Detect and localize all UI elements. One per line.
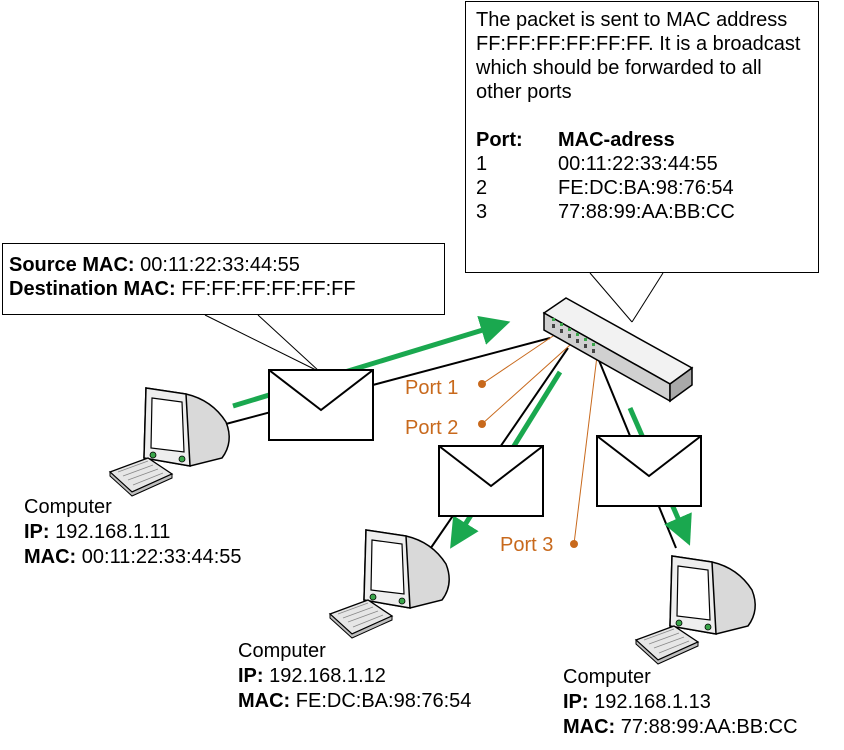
ip-value: 192.168.1.12 — [269, 665, 386, 687]
mac-table-header-mac: MAC-adress — [558, 129, 675, 151]
port-2-leader — [481, 344, 571, 425]
packet-callout-pointer — [257, 314, 321, 373]
packet-callout-pointer — [204, 314, 321, 373]
mac-label: MAC: — [238, 690, 291, 712]
mac-table-port: 2 — [476, 177, 488, 199]
switch-callout-pointer — [631, 272, 664, 323]
computer-2-label: Computer IP: 192.168.1.12 MAC: FE:DC:BA:… — [238, 639, 471, 714]
mac-table-row: 2 FE:DC:BA:98:76:54 — [476, 176, 808, 200]
switch-callout: The packet is sent to MAC address FF:FF:… — [465, 1, 819, 273]
ip-value: 192.168.1.11 — [55, 521, 171, 543]
destination-mac-value: FF:FF:FF:FF:FF:FF — [181, 278, 356, 300]
computer-icon-1 — [109, 387, 230, 497]
computer-icon-3 — [635, 555, 756, 665]
port-2-dot — [478, 420, 486, 428]
port-1-leader — [481, 333, 557, 385]
mac-label: MAC: — [24, 546, 77, 568]
port-3-dot — [570, 540, 578, 548]
port-1-dot — [478, 380, 486, 388]
mac-table-header: Port: MAC-adress — [476, 128, 808, 152]
computer-title: Computer — [24, 496, 112, 518]
mac-table-mac: 00:11:22:33:44:55 — [558, 153, 718, 175]
packet-envelope-1 — [268, 369, 374, 441]
mac-table-header-port: Port: — [476, 129, 523, 151]
computer-mac-line: MAC: 00:11:22:33:44:55 — [24, 545, 242, 570]
mac-label: MAC: — [563, 716, 616, 738]
mac-table-port: 3 — [476, 201, 488, 223]
mac-table-row: 3 77:88:99:AA:BB:CC — [476, 200, 808, 224]
packet-envelope-3 — [596, 435, 702, 507]
port-1-label: Port 1 — [405, 377, 459, 399]
mac-value: 00:11:22:33:44:55 — [81, 546, 242, 568]
port-3-leader — [573, 355, 598, 545]
packet-callout: Source MAC: 00:11:22:33:44:55 Destinatio… — [2, 243, 445, 315]
mac-table-row: 1 00:11:22:33:44:55 — [476, 152, 808, 176]
ip-label: IP: — [563, 691, 589, 713]
source-mac-line: Source MAC: 00:11:22:33:44:55 — [9, 253, 438, 277]
mac-table: Port: MAC-adress 1 00:11:22:33:44:55 2 F… — [476, 128, 808, 224]
ip-value: 192.168.1.13 — [594, 691, 711, 713]
mac-table-port: 1 — [476, 153, 488, 175]
computer-mac-line: MAC: 77:88:99:AA:BB:CC — [563, 715, 798, 740]
port-3-label: Port 3 — [500, 534, 554, 556]
computer-mac-line: MAC: FE:DC:BA:98:76:54 — [238, 689, 471, 714]
network-switch — [542, 297, 694, 403]
mac-value: 77:88:99:AA:BB:CC — [620, 716, 798, 738]
computer-title: Computer — [238, 640, 326, 662]
computer-1-label: Computer IP: 192.168.1.11 MAC: 00:11:22:… — [24, 495, 242, 570]
port-2-label: Port 2 — [405, 417, 459, 439]
ip-label: IP: — [24, 521, 50, 543]
destination-mac-label: Destination MAC: — [9, 278, 176, 300]
computer-ip-line: IP: 192.168.1.13 — [563, 690, 798, 715]
source-mac-value: 00:11:22:33:44:55 — [140, 254, 300, 276]
destination-mac-line: Destination MAC: FF:FF:FF:FF:FF:FF — [9, 277, 438, 301]
computer-ip-line: IP: 192.168.1.12 — [238, 664, 471, 689]
computer-3-label: Computer IP: 192.168.1.13 MAC: 77:88:99:… — [563, 665, 798, 740]
switch-callout-pointer — [589, 272, 633, 323]
mac-table-mac: FE:DC:BA:98:76:54 — [558, 177, 734, 199]
computer-title: Computer — [563, 666, 651, 688]
ip-label: IP: — [238, 665, 264, 687]
switch-callout-message: The packet is sent to MAC address FF:FF:… — [476, 9, 801, 103]
source-mac-label: Source MAC: — [9, 254, 135, 276]
packet-envelope-2 — [438, 445, 544, 517]
computer-ip-line: IP: 192.168.1.11 — [24, 520, 242, 545]
mac-value: FE:DC:BA:98:76:54 — [295, 690, 472, 712]
mac-table-mac: 77:88:99:AA:BB:CC — [558, 201, 735, 223]
